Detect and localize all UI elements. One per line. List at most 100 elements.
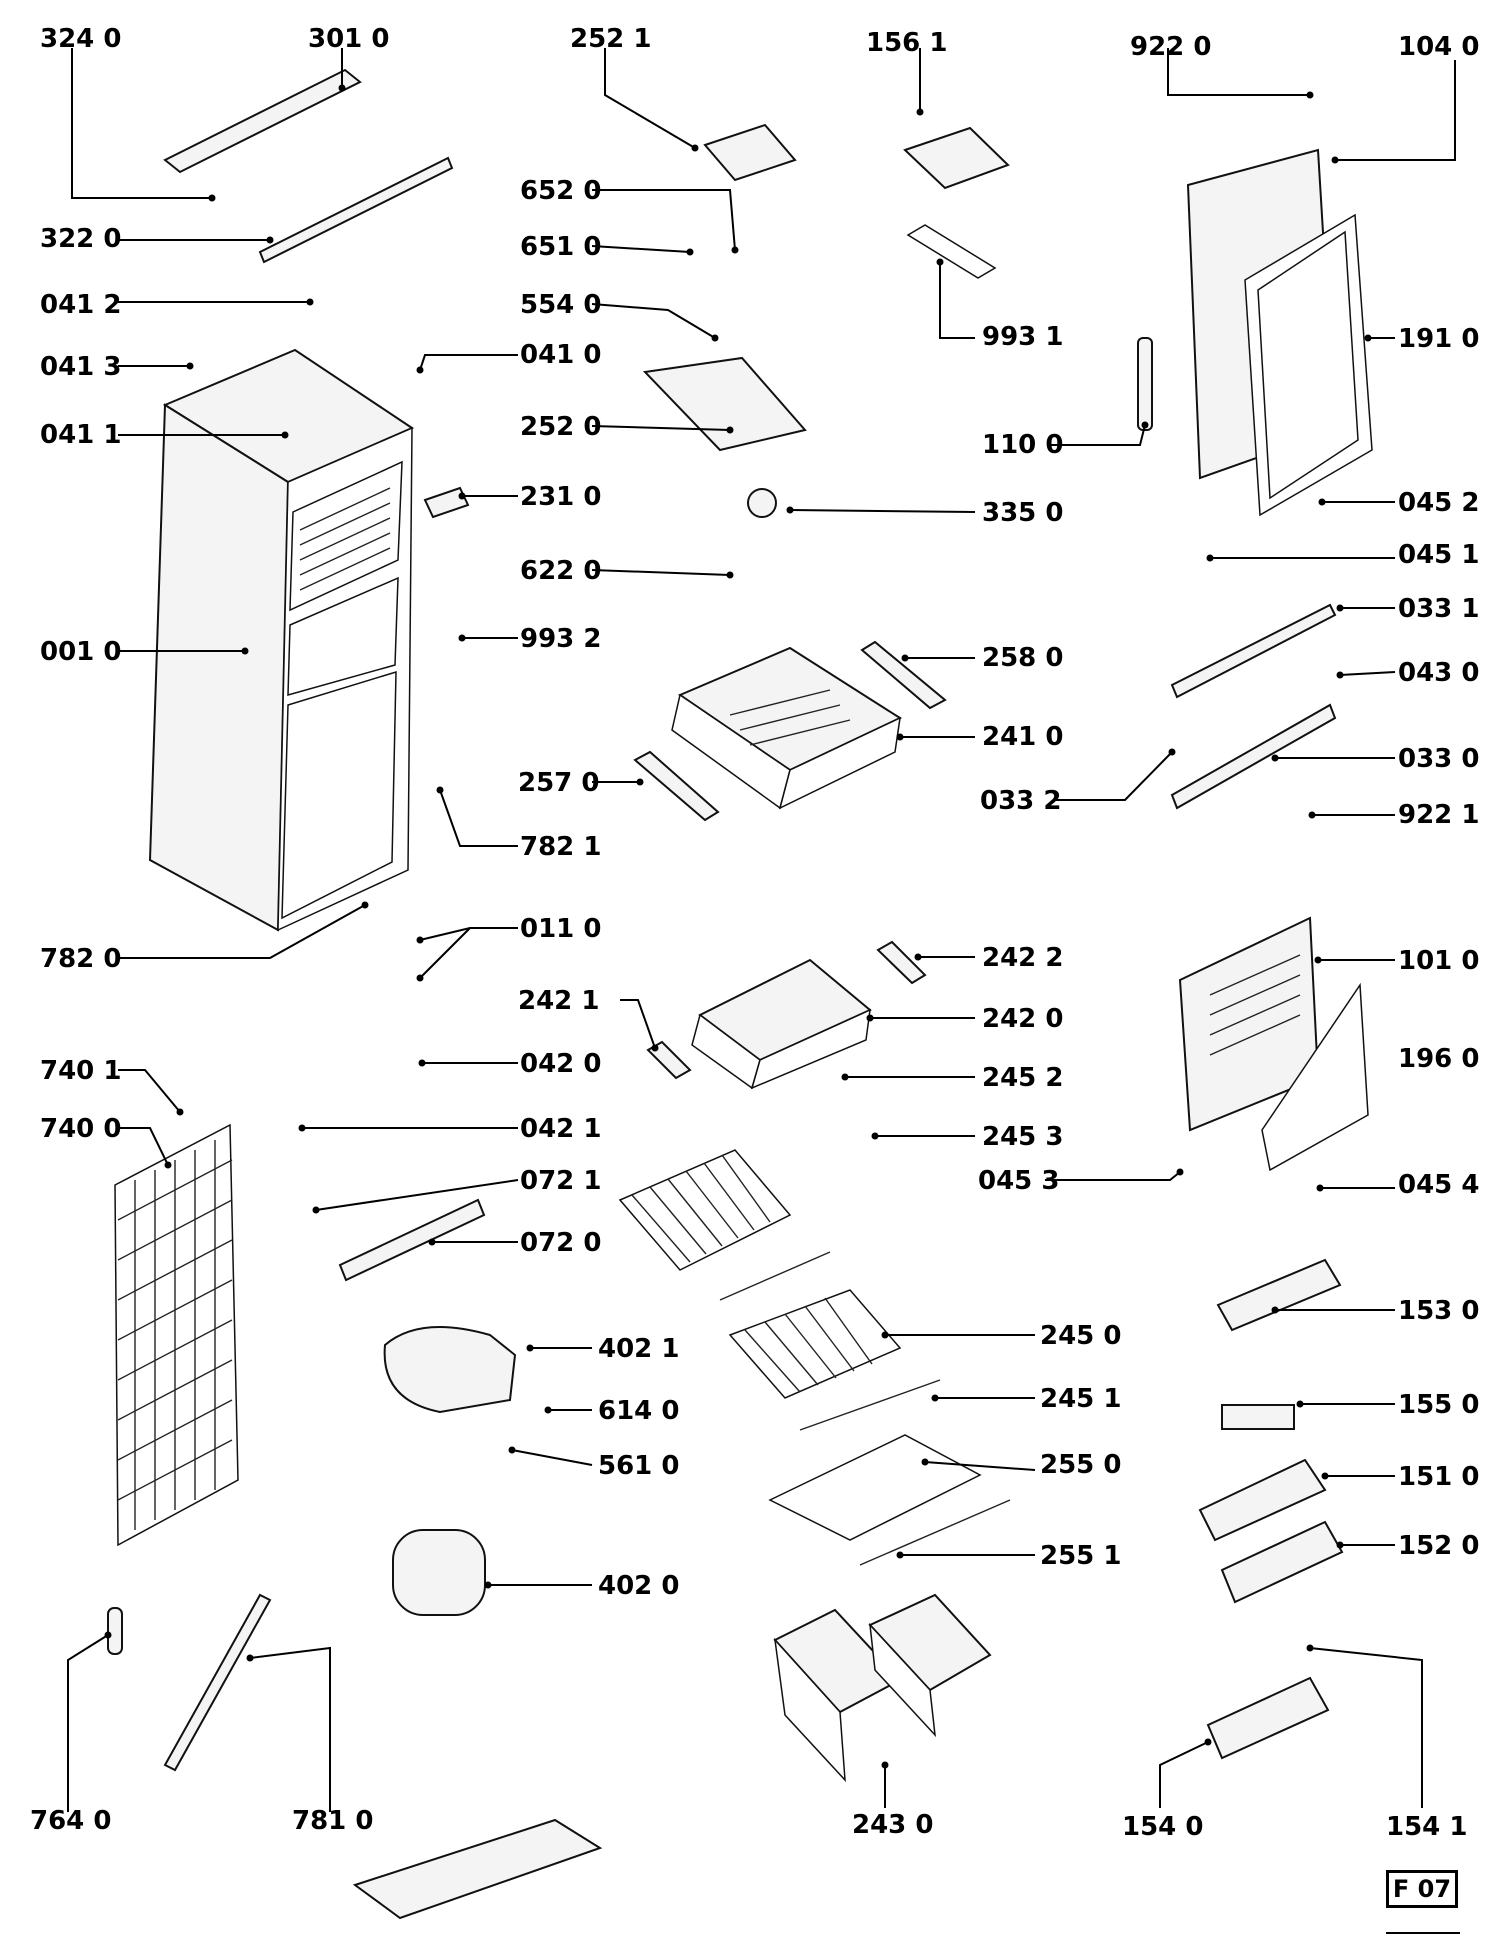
part-label-764-0: 764 0 [30, 1806, 112, 1836]
balcony-152 [1220, 1520, 1344, 1604]
wire-shelf-upper [618, 1149, 792, 1271]
part-label-245-2: 245 2 [982, 1063, 1064, 1093]
top-rail-301 [163, 68, 362, 174]
part-label-335-0: 335 0 [982, 498, 1064, 528]
part-label-402-1: 402 1 [598, 1334, 680, 1364]
part-label-782-1: 782 1 [520, 832, 602, 862]
leader-anchor-dot [931, 1394, 939, 1402]
leader-anchor-dot [1271, 754, 1279, 762]
part-label-154-1: 154 1 [1386, 1812, 1468, 1842]
leader-anchor-dot [1296, 1400, 1304, 1408]
wire-shelf-245 [728, 1289, 902, 1399]
part-label-781-0: 781 0 [292, 1806, 374, 1836]
part-label-072-0: 072 0 [520, 1228, 602, 1258]
leader-anchor-dot [312, 1206, 320, 1214]
leader-anchor-dot [726, 426, 734, 434]
leader-anchor-dot [1336, 604, 1344, 612]
part-label-258-0: 258 0 [982, 643, 1064, 673]
leader-anchor-dot [1314, 956, 1322, 964]
part-label-041-1: 041 1 [40, 420, 122, 450]
part-label-740-1: 740 1 [40, 1056, 122, 1086]
leader-anchor-dot [921, 1458, 929, 1466]
leader-anchor-dot [416, 936, 424, 944]
shelf-trim-245-1 [799, 1379, 941, 1431]
leader-anchor-dot [298, 1124, 306, 1132]
leader-anchor-dot [1331, 156, 1339, 164]
leader-anchor-dot [651, 1044, 659, 1052]
part-156 [903, 126, 1010, 190]
leader-anchor-dot [841, 1073, 849, 1081]
leader-anchor-dot [881, 1761, 889, 1769]
part-label-154-0: 154 0 [1122, 1812, 1204, 1842]
leader-anchor-dot [896, 733, 904, 741]
leader-anchor-dot [241, 647, 249, 655]
part-label-042-1: 042 1 [520, 1114, 602, 1144]
part-label-993-1: 993 1 [982, 322, 1064, 352]
part-label-324-0: 324 0 [40, 24, 122, 54]
part-label-243-0: 243 0 [852, 1810, 934, 1840]
leader-anchor-dot [871, 1132, 879, 1140]
leader-anchor-dot [436, 786, 444, 794]
leader-anchor-dot [901, 654, 909, 662]
part-label-072-1: 072 1 [520, 1166, 602, 1196]
part-242-2 [876, 940, 927, 985]
part-252-0 [642, 356, 807, 452]
part-335 [747, 488, 777, 518]
leader-anchor-dot [786, 506, 794, 514]
part-label-191-0: 191 0 [1398, 324, 1480, 354]
part-258 [860, 640, 947, 710]
leader-anchor-dot [881, 1331, 889, 1339]
part-label-242-2: 242 2 [982, 943, 1064, 973]
leader-anchor-dot [711, 334, 719, 342]
glass-trim-255-1 [859, 1499, 1011, 1566]
part-label-922-0: 922 0 [1130, 32, 1212, 62]
part-label-033-0: 033 0 [1398, 744, 1480, 774]
crisper-243 [773, 1593, 992, 1783]
part-label-151-0: 151 0 [1398, 1462, 1480, 1492]
leader-anchor-dot [266, 236, 274, 244]
leader-anchor-dot [1336, 1541, 1344, 1549]
leader-anchor-dot [1206, 554, 1214, 562]
leader-anchor-dot [246, 1654, 254, 1662]
part-label-257-0: 257 0 [518, 768, 600, 798]
leader-anchor-dot [1306, 1644, 1314, 1652]
part-label-252-0: 252 0 [520, 412, 602, 442]
leader-anchor-dot [526, 1344, 534, 1352]
part-label-045-2: 045 2 [1398, 488, 1480, 518]
leader-anchor-dot [1306, 91, 1314, 99]
part-label-045-1: 045 1 [1398, 540, 1480, 570]
part-label-255-0: 255 0 [1040, 1450, 1122, 1480]
part-label-041-2: 041 2 [40, 290, 122, 320]
leader-anchor-dot [1364, 334, 1372, 342]
part-label-241-0: 241 0 [982, 722, 1064, 752]
part-label-196-0: 196 0 [1398, 1044, 1480, 1074]
leader-anchor-dot [418, 1059, 426, 1067]
leader-anchor-dot [186, 362, 194, 370]
leader-anchor-dot [1336, 671, 1344, 679]
part-label-554-0: 554 0 [520, 290, 602, 320]
part-label-041-0: 041 0 [520, 340, 602, 370]
part-label-402-0: 402 0 [598, 1571, 680, 1601]
rail-322 [258, 156, 454, 264]
part-764 [107, 1607, 123, 1655]
part-label-155-0: 155 0 [1398, 1390, 1480, 1420]
part-label-242-1: 242 1 [518, 986, 600, 1016]
part-label-255-1: 255 1 [1040, 1541, 1122, 1571]
part-label-245-1: 245 1 [1040, 1384, 1122, 1414]
leader-anchor-dot [458, 634, 466, 642]
part-231 [423, 486, 470, 519]
drawer-241 [671, 646, 903, 810]
leader-anchor-dot [1321, 1472, 1329, 1480]
bar-033-0 [1170, 703, 1337, 810]
leader-anchor-dot [338, 84, 346, 92]
leader-anchor-dot [686, 248, 694, 256]
part-label-001-0: 001 0 [40, 637, 122, 667]
leader-anchor-dot [731, 246, 739, 254]
part-label-245-3: 245 3 [982, 1122, 1064, 1152]
part-label-041-3: 041 3 [40, 352, 122, 382]
glass-shelf-255 [768, 1434, 982, 1541]
part-label-231-0: 231 0 [520, 482, 602, 512]
part-label-622-0: 622 0 [520, 556, 602, 586]
part-label-782-0: 782 0 [40, 944, 122, 974]
part-label-104-0: 104 0 [1398, 32, 1480, 62]
